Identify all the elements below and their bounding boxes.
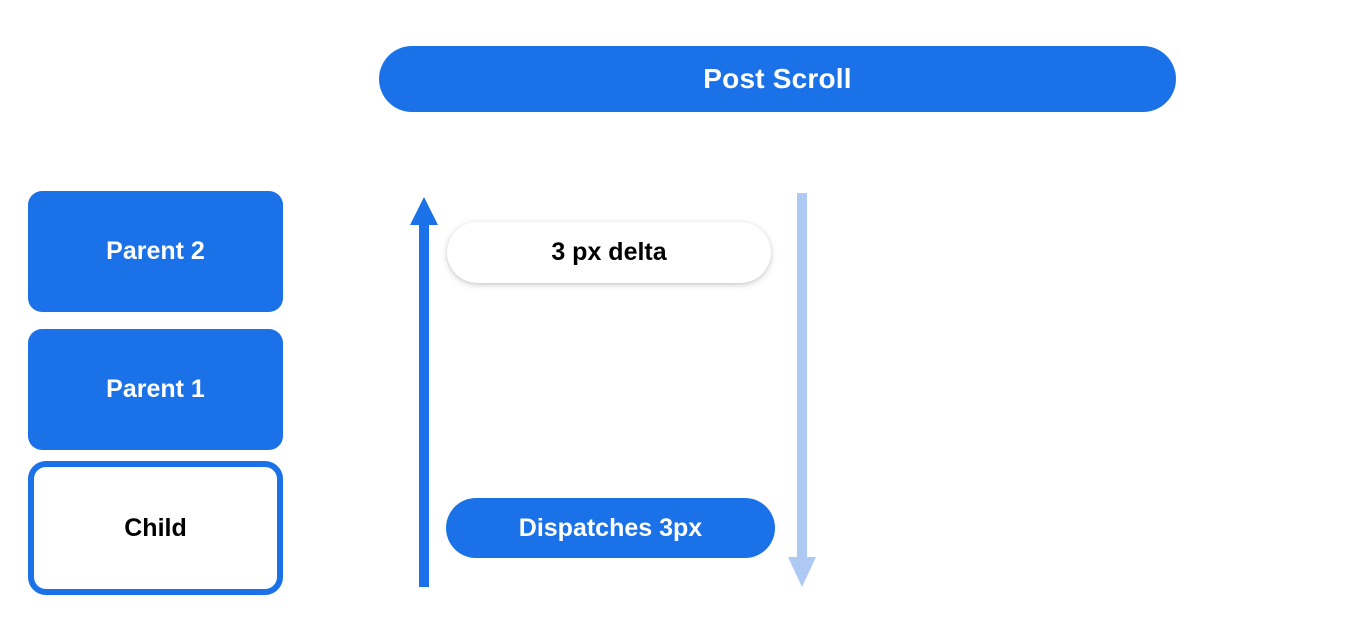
page-title: Post Scroll xyxy=(703,63,852,94)
page-title-banner: Post Scroll xyxy=(379,46,1176,112)
stack-box-child-label: Child xyxy=(124,513,187,542)
stack-box-parent-2-label: Parent 2 xyxy=(106,237,205,265)
callout-dispatch: Dispatches 3px xyxy=(446,498,775,558)
stack-box-child: Child xyxy=(28,461,283,595)
callout-dispatch-label: Dispatches 3px xyxy=(518,513,703,542)
scroll-propagate-down-arrow xyxy=(788,193,816,587)
stack-box-parent-1-label: Parent 1 xyxy=(106,375,205,403)
callout-delta: 3 px delta xyxy=(447,222,771,283)
stack-box-parent-2: Parent 2 xyxy=(28,191,283,312)
callout-delta-label: 3 px delta xyxy=(551,238,667,266)
scroll-bubble-up-arrow xyxy=(410,197,438,587)
stack-box-parent-1: Parent 1 xyxy=(28,329,283,450)
